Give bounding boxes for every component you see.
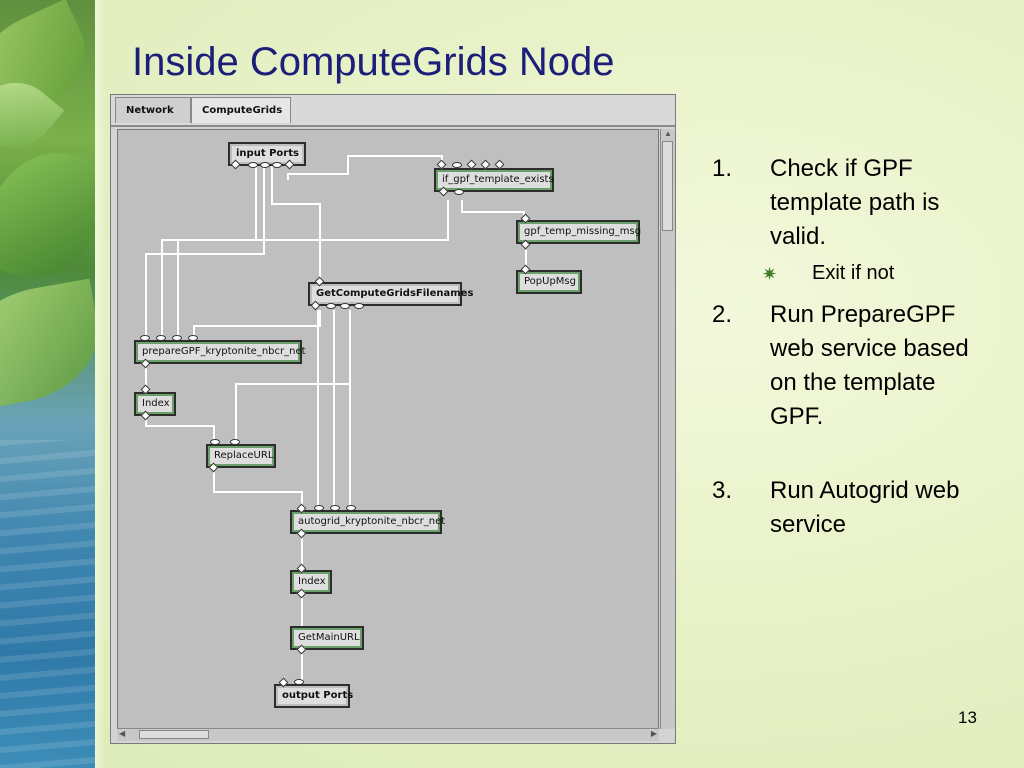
- input-port[interactable]: [314, 505, 324, 511]
- wire: [145, 166, 265, 342]
- output-port[interactable]: [340, 303, 350, 309]
- input-port[interactable]: [210, 439, 220, 445]
- wire: [177, 200, 449, 342]
- input-port[interactable]: [172, 335, 182, 341]
- list-number: 1.: [712, 155, 733, 182]
- water-decoration: [0, 440, 95, 768]
- wire: [145, 414, 215, 440]
- vertical-scrollbar[interactable]: ▲: [660, 129, 675, 729]
- wire: [287, 155, 443, 180]
- wire: [193, 310, 321, 342]
- leaf-decoration: [0, 137, 95, 293]
- input-port[interactable]: [452, 162, 462, 168]
- list-text: Check if GPF template path is valid.: [770, 155, 940, 250]
- list-number: 3.: [712, 477, 733, 504]
- scroll-up-arrow-icon[interactable]: ▲: [664, 129, 672, 138]
- output-port[interactable]: [272, 162, 282, 168]
- scroll-left-arrow-icon[interactable]: ◀: [119, 729, 126, 738]
- input-port[interactable]: [294, 679, 304, 685]
- input-port[interactable]: [230, 439, 240, 445]
- horizontal-scroll-thumb[interactable]: [139, 730, 209, 739]
- connection-wires: [145, 155, 527, 684]
- wire: [461, 200, 525, 222]
- node-index[interactable]: Index: [134, 392, 176, 416]
- node-preparegpf-kryptonite[interactable]: prepareGPF_kryptonite_nbcr_net: [134, 340, 306, 364]
- list-text: Run PrepareGPF web service based on the …: [770, 301, 969, 430]
- input-port[interactable]: [156, 335, 166, 341]
- horizontal-scrollbar[interactable]: ◀ ▶: [117, 728, 659, 741]
- network-editor-window: Network 0 ComputeGrids: [110, 94, 676, 744]
- tab-network-0[interactable]: Network 0: [115, 97, 191, 142]
- leaf-bullet-icon: ✷: [762, 264, 778, 284]
- scroll-right-arrow-icon[interactable]: ▶: [650, 729, 657, 738]
- output-port[interactable]: [354, 303, 364, 309]
- input-port[interactable]: [140, 335, 150, 341]
- input-port[interactable]: [330, 505, 340, 511]
- node-gpf-temp-missing-msg[interactable]: gpf_temp_missing_msg: [516, 220, 641, 244]
- node-replaceurl[interactable]: ReplaceURL: [206, 444, 276, 468]
- node-if-gpf-template-exists[interactable]: if_gpf_template_exists: [434, 168, 554, 192]
- decorative-fade: [95, 0, 105, 768]
- node-autogrid-kryptonite[interactable]: autogrid_kryptonite_nbcr_net: [290, 510, 445, 534]
- list-text: Run Autogrid web service: [770, 477, 960, 538]
- leaf-decoration: [0, 278, 95, 412]
- tab-computegrids[interactable]: ComputeGrids: [191, 97, 291, 123]
- node-popupmsg[interactable]: PopUpMsg: [516, 270, 582, 294]
- network-canvas[interactable]: input Ports if_gpf_template_exists gpf_t…: [117, 129, 659, 729]
- input-port[interactable]: [188, 335, 198, 341]
- output-port[interactable]: [248, 162, 258, 168]
- decorative-leaf-water-strip: [0, 0, 95, 768]
- sub-list-text: Exit if not: [812, 262, 895, 284]
- output-port[interactable]: [260, 162, 270, 168]
- node-output-ports[interactable]: output Ports: [274, 684, 353, 708]
- output-port[interactable]: [454, 189, 464, 195]
- output-port[interactable]: [326, 303, 336, 309]
- vertical-scroll-thumb[interactable]: [662, 141, 673, 231]
- input-port[interactable]: [346, 505, 356, 511]
- wire: [235, 383, 350, 440]
- node-index[interactable]: Index: [290, 570, 332, 594]
- list-number: 2.: [712, 301, 733, 328]
- wire: [213, 466, 303, 506]
- wire: [271, 166, 321, 284]
- page-number: 13: [958, 708, 977, 727]
- node-getcomputegridsfilenames[interactable]: GetComputeGridsFilenames: [308, 282, 473, 306]
- tab-bar: Network 0 ComputeGrids: [111, 95, 675, 142]
- slide-title: Inside ComputeGrids Node: [132, 40, 615, 84]
